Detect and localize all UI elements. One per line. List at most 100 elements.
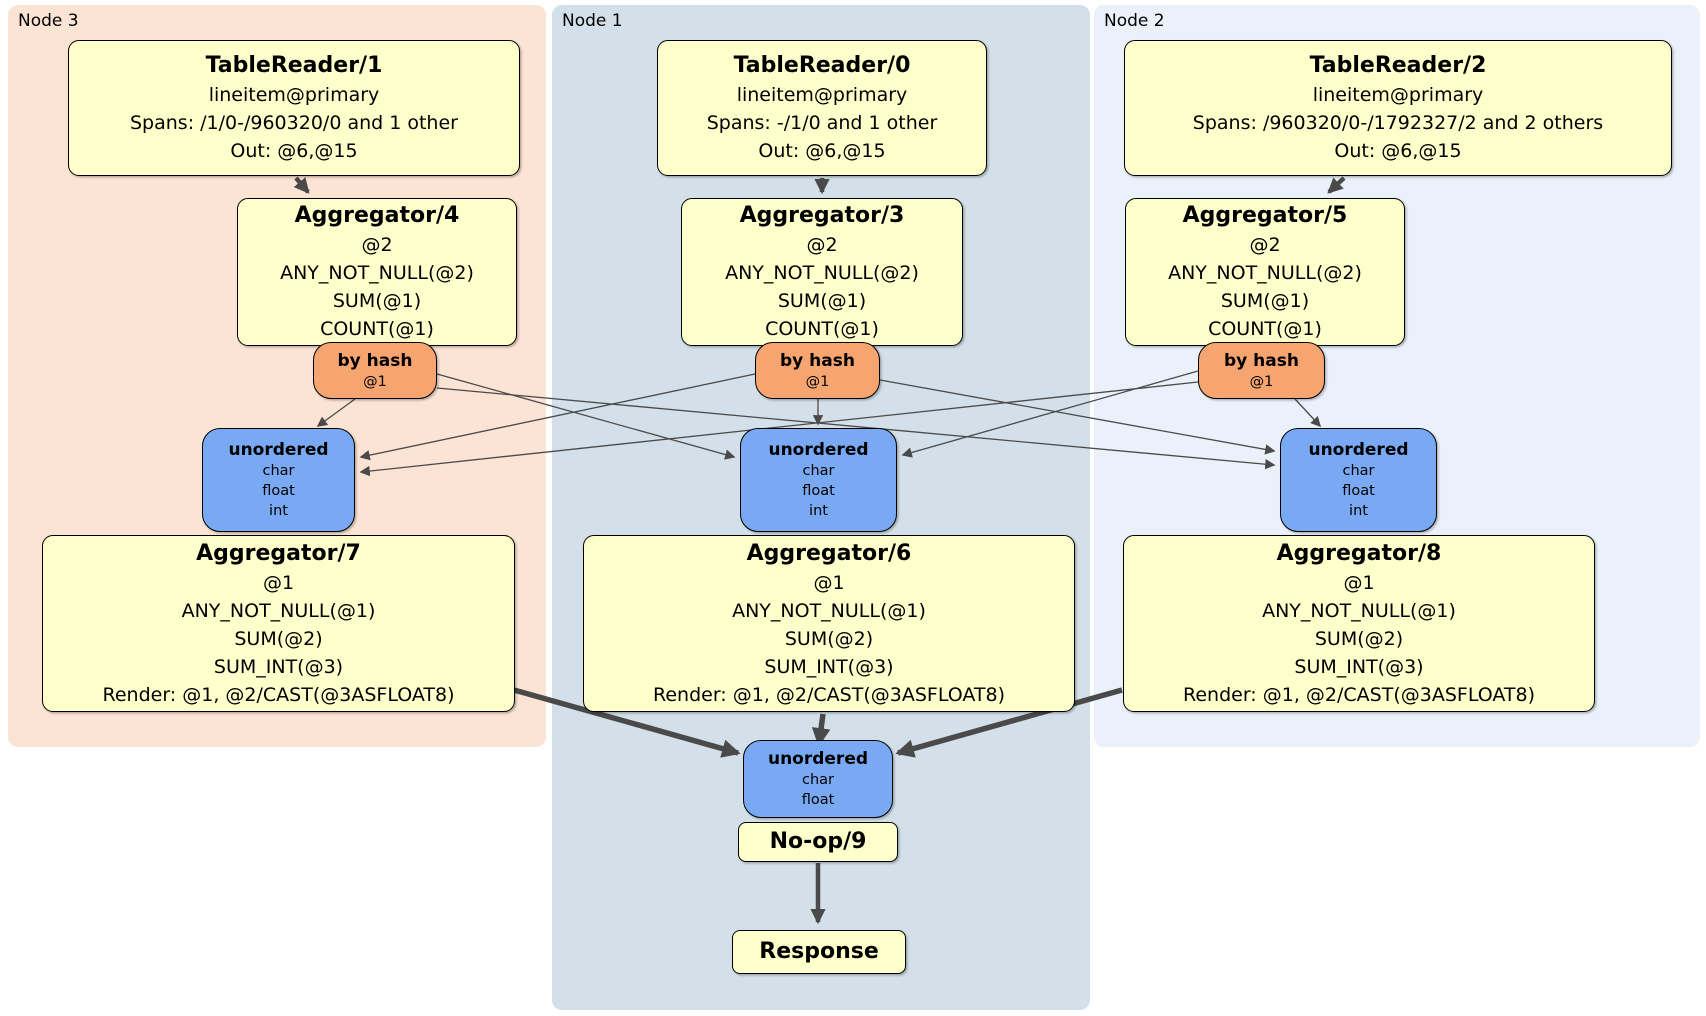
render-expr: Render: @1, @2/CAST(@3ASFLOAT8) [1183, 683, 1535, 706]
processor-out: Out: @6,@15 [230, 140, 358, 162]
agg-func: ANY_NOT_NULL(@2) [1168, 262, 1362, 284]
sync-type: float [801, 792, 835, 808]
router-title: by hash [337, 350, 413, 371]
processor-title: No-op/9 [769, 829, 867, 854]
sync-type: int [1349, 503, 1368, 519]
edge-router1-sync2 [879, 379, 1276, 455]
processor-title: Aggregator/6 [746, 540, 912, 566]
processor-spans: Spans: /960320/0-/1792327/2 and 2 others [1192, 112, 1604, 134]
group-cols: @2 [1249, 234, 1281, 256]
sync-unordered-node3: unordered char float int [202, 428, 355, 532]
processor-title: Aggregator/8 [1276, 540, 1442, 566]
router-cols: @1 [805, 373, 830, 390]
processor-aggregator-8: Aggregator/8 @1 ANY_NOT_NULL(@1) SUM(@2)… [1123, 535, 1595, 712]
router-cols: @1 [1249, 373, 1274, 390]
node3-label: Node 3 [18, 11, 79, 31]
sync-title: unordered [228, 440, 329, 460]
edge-router3-sync2 [436, 387, 1276, 470]
agg-func: ANY_NOT_NULL(@1) [181, 599, 376, 622]
processor-title: Aggregator/7 [196, 540, 361, 566]
agg-func: SUM(@2) [1314, 627, 1404, 650]
agg-func: ANY_NOT_NULL(@2) [280, 262, 474, 284]
agg-func: COUNT(@1) [320, 318, 434, 340]
group-cols: @2 [806, 234, 838, 256]
sync-unordered-output: unordered char float [743, 740, 893, 818]
render-expr: Render: @1, @2/CAST(@3ASFLOAT8) [653, 683, 1005, 706]
processor-out: Out: @6,@15 [1334, 140, 1462, 162]
processor-spans: Spans: -/1/0 and 1 other [706, 112, 938, 134]
processor-aggregator-6: Aggregator/6 @1 ANY_NOT_NULL(@1) SUM(@2)… [583, 535, 1075, 712]
group-cols: @1 [813, 571, 845, 594]
render-expr: Render: @1, @2/CAST(@3ASFLOAT8) [102, 683, 455, 706]
response-box: Response [732, 930, 906, 974]
processor-tablereader-2: TableReader/2 lineitem@primary Spans: /9… [1124, 40, 1672, 176]
sync-title: unordered [768, 440, 869, 460]
agg-func: ANY_NOT_NULL(@2) [725, 262, 919, 284]
processor-noop-9: No-op/9 [738, 822, 898, 862]
agg-func: ANY_NOT_NULL(@1) [732, 599, 926, 622]
sync-type: char [1342, 463, 1375, 479]
sync-type: char [802, 463, 835, 479]
agg-func: COUNT(@1) [765, 318, 879, 340]
agg-func: SUM(@2) [234, 627, 323, 650]
sync-unordered-node1: unordered char float int [740, 428, 897, 532]
sync-type: char [801, 772, 834, 788]
sync-title: unordered [1308, 440, 1409, 460]
sync-type: char [262, 463, 295, 479]
edge-tablereader1-aggregator4 [293, 176, 310, 194]
group-cols: @1 [1343, 571, 1375, 594]
processor-title: TableReader/0 [733, 53, 911, 78]
edge-aggregator8-outsync [895, 687, 1123, 758]
processor-index: lineitem@primary [1312, 84, 1484, 106]
router-title: by hash [780, 350, 855, 371]
agg-func: SUM(@1) [332, 290, 422, 312]
processor-aggregator-5: Aggregator/5 @2 ANY_NOT_NULL(@2) SUM(@1)… [1125, 198, 1405, 346]
processor-title: Aggregator/5 [1182, 203, 1348, 228]
processor-title: TableReader/1 [205, 53, 383, 78]
edge-tablereader2-aggregator5 [1327, 176, 1346, 194]
sync-type: float [802, 483, 835, 499]
group-cols: @2 [361, 234, 393, 256]
edge-router2-sync1 [901, 370, 1199, 458]
agg-func: COUNT(@1) [1208, 318, 1322, 340]
processor-out: Out: @6,@15 [758, 140, 886, 162]
processor-title: Aggregator/3 [739, 203, 905, 228]
sync-type: int [269, 503, 288, 519]
agg-func: SUM_INT(@3) [213, 655, 344, 678]
processor-title: Aggregator/4 [294, 203, 460, 228]
sync-type: float [1342, 483, 1375, 499]
agg-func: ANY_NOT_NULL(@1) [1262, 599, 1456, 622]
processor-index: lineitem@primary [208, 84, 380, 106]
processor-aggregator-7: Aggregator/7 @1 ANY_NOT_NULL(@1) SUM(@2)… [42, 535, 515, 712]
node1-label: Node 1 [562, 11, 623, 31]
processor-title: TableReader/2 [1309, 53, 1487, 78]
sync-type: float [262, 483, 295, 499]
edge-router3-sync3 [316, 398, 356, 427]
edge-router1-sync3 [359, 373, 756, 461]
processor-index: lineitem@primary [736, 84, 908, 106]
edge-aggregator7-outsync [513, 687, 741, 758]
processor-tablereader-0: TableReader/0 lineitem@primary Spans: -/… [657, 40, 987, 176]
processor-aggregator-4: Aggregator/4 @2 ANY_NOT_NULL(@2) SUM(@1)… [237, 198, 517, 346]
edge-aggregator6-outsync [811, 713, 831, 747]
router-by-hash-node2: by hash @1 [1198, 342, 1325, 399]
edge-router3-sync1 [436, 373, 736, 460]
agg-func: SUM(@2) [784, 627, 874, 650]
router-title: by hash [1224, 350, 1299, 371]
sync-title: unordered [767, 749, 869, 769]
node2-label: Node 2 [1104, 11, 1165, 31]
router-cols: @1 [363, 373, 387, 390]
edge-router2-sync2 [1294, 398, 1322, 428]
processor-tablereader-1: TableReader/1 lineitem@primary Spans: /1… [68, 40, 520, 176]
edge-router2-sync3 [359, 381, 1199, 477]
processor-spans: Spans: /1/0-/960320/0 and 1 other [130, 112, 458, 134]
group-cols: @1 [262, 571, 295, 594]
agg-func: SUM(@1) [1220, 290, 1310, 312]
sync-unordered-node2: unordered char float int [1280, 428, 1437, 532]
agg-func: SUM_INT(@3) [1294, 655, 1424, 678]
router-by-hash-node3: by hash @1 [313, 342, 437, 399]
sync-type: int [809, 503, 828, 519]
processor-aggregator-3: Aggregator/3 @2 ANY_NOT_NULL(@2) SUM(@1)… [681, 198, 963, 346]
